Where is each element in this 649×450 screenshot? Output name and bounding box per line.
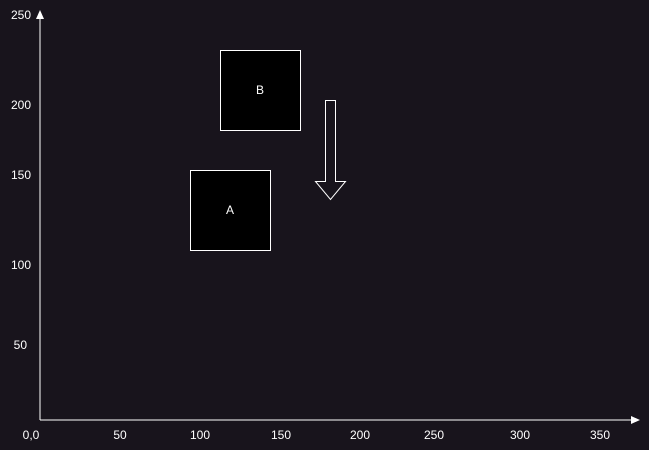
y-tick-label-200: 200 [11, 98, 31, 112]
box-b-label: B [256, 83, 264, 97]
x-tick-label-150: 150 [271, 428, 291, 442]
x-tick-label-250: 250 [424, 428, 444, 442]
x-tick-label-200: 200 [350, 428, 370, 442]
x-tick-label-350: 350 [590, 428, 610, 442]
y-tick-label-50: 50 [14, 338, 28, 352]
box-b[interactable] [220, 50, 301, 131]
x-axis-arrowhead [631, 416, 640, 424]
down-arrow-icon [314, 100, 347, 201]
y-tick-label-250: 250 [11, 8, 31, 22]
box-a-label: A [226, 203, 234, 217]
x-tick-label-300: 300 [510, 428, 530, 442]
box-a[interactable] [190, 170, 271, 251]
y-axis-arrowhead [36, 10, 44, 19]
y-tick-label-150: 150 [11, 168, 31, 182]
x-tick-label-50: 50 [113, 428, 127, 442]
y-tick-label-100: 100 [11, 258, 31, 272]
origin-label: 0,0 [23, 428, 40, 442]
x-tick-label-100: 100 [190, 428, 210, 442]
